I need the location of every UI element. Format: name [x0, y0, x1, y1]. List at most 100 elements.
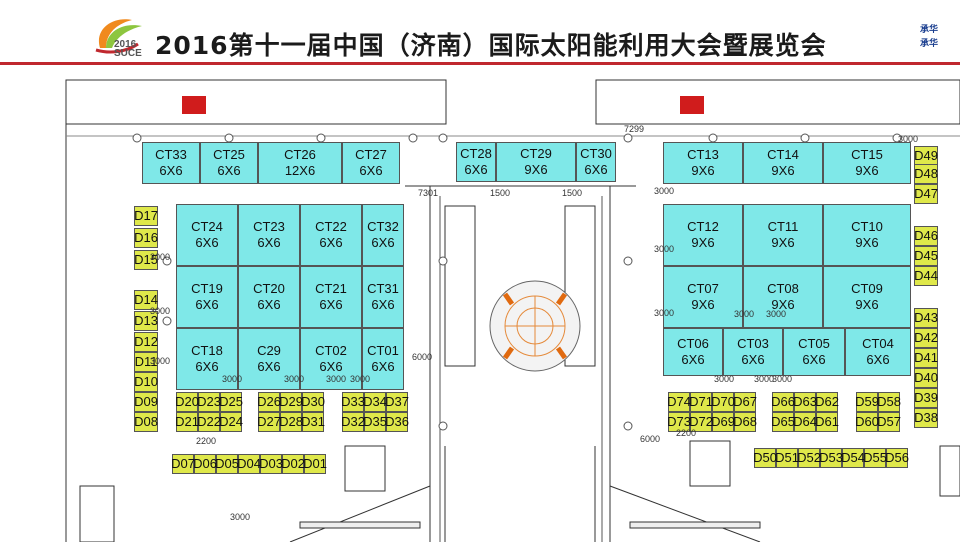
booth-code: CT27	[355, 147, 387, 162]
booth-size: 6X6	[866, 352, 890, 367]
booth-d21: D21	[175, 412, 199, 432]
booth-d24: D24	[219, 412, 243, 432]
booth-d48: D48	[914, 164, 938, 184]
dimension-label: 3000	[772, 374, 793, 384]
dimension-label: 3000	[222, 374, 243, 384]
booth-d65: D65	[771, 412, 795, 432]
header-divider	[0, 62, 960, 65]
booth-size: 6X6	[371, 235, 395, 250]
logo-icon	[95, 19, 142, 54]
booth-size: 6X6	[195, 359, 219, 374]
booth-code: CT30	[580, 146, 612, 161]
booth-d50: D50	[753, 448, 777, 468]
booth-code: CT10	[851, 219, 883, 234]
booth-d47: D47	[914, 184, 938, 204]
booth-d06: D06	[193, 454, 217, 474]
booth-d17: D17	[134, 206, 158, 226]
booth-size: 9X6	[855, 235, 879, 250]
booth-d03: D03	[259, 454, 283, 474]
booth-d60: D60	[855, 412, 879, 432]
booth-code: CT11	[767, 219, 799, 234]
booth-size: 6X6	[217, 163, 241, 178]
booth-size: 6X6	[159, 163, 183, 178]
booth-size: 6X6	[584, 162, 608, 177]
booth-d44: D44	[914, 266, 938, 286]
booth-d33: D33	[341, 392, 365, 412]
booth-code: CT29	[520, 146, 552, 161]
booth-size: 9X6	[771, 235, 795, 250]
dimension-label: 3000	[230, 512, 251, 522]
booth-d49: D49	[914, 146, 938, 166]
booth-d58: D58	[877, 392, 901, 412]
booth-d51: D51	[775, 448, 799, 468]
booth-d02: D02	[281, 454, 305, 474]
booth-d68: D68	[733, 412, 757, 432]
logo-year: 2016	[114, 39, 137, 50]
booth-size: 6X6	[741, 352, 765, 367]
booth-size: 6X6	[464, 162, 488, 177]
dimension-label: 3000	[150, 306, 171, 316]
booth-d45: D45	[914, 246, 938, 266]
booth-size: 6X6	[195, 235, 219, 250]
booth-size: 9X6	[855, 297, 879, 312]
dimension-label: 3000	[284, 374, 305, 384]
booth-code: CT02	[315, 343, 347, 358]
booth-size: 6X6	[319, 359, 343, 374]
booth-d67: D67	[733, 392, 757, 412]
booth-d16: D16	[134, 228, 158, 248]
booth-d05: D05	[215, 454, 239, 474]
booth-d15: D15	[134, 250, 158, 270]
booth-size: 6X6	[359, 163, 383, 178]
dimension-label: 3000	[326, 374, 347, 384]
booth-size: 9X6	[691, 235, 715, 250]
booth-code: CT33	[155, 147, 187, 162]
dimension-label: 3000	[734, 309, 755, 319]
booth-size: 6X6	[257, 235, 281, 250]
booth-size: 6X6	[319, 297, 343, 312]
dimension-label: 1500	[562, 188, 583, 198]
booth-d37: D37	[385, 392, 409, 412]
dimension-label: 6000	[412, 352, 433, 362]
booth-code: CT21	[315, 281, 347, 296]
booth-code: CT22	[315, 219, 347, 234]
booth-d62: D62	[815, 392, 839, 412]
booth-d34: D34	[363, 392, 387, 412]
dimension-label: 7301	[418, 188, 439, 198]
booth-d55: D55	[863, 448, 887, 468]
booth-d30: D30	[301, 392, 325, 412]
booth-code: CT08	[767, 281, 799, 296]
booth-d72: D72	[689, 412, 713, 432]
booth-d32: D32	[341, 412, 365, 432]
dimension-label: 3000	[150, 356, 171, 366]
booth-code: CT09	[851, 281, 883, 296]
booth-d57: D57	[877, 412, 901, 432]
booth-d61: D61	[815, 412, 839, 432]
logo-text: 2016 SUCE	[114, 39, 142, 59]
sponsor-logo: 承华 承华	[920, 22, 938, 50]
booth-code: CT06	[677, 336, 709, 351]
booth-d14: D14	[134, 290, 158, 310]
booth-code: CT07	[687, 281, 719, 296]
booth-d28: D28	[279, 412, 303, 432]
booth-d73: D73	[667, 412, 691, 432]
booth-code: CT26	[284, 147, 316, 162]
rotunda-icon	[489, 280, 581, 372]
booth-size: 9X6	[771, 297, 795, 312]
booth-size: 6X6	[371, 297, 395, 312]
